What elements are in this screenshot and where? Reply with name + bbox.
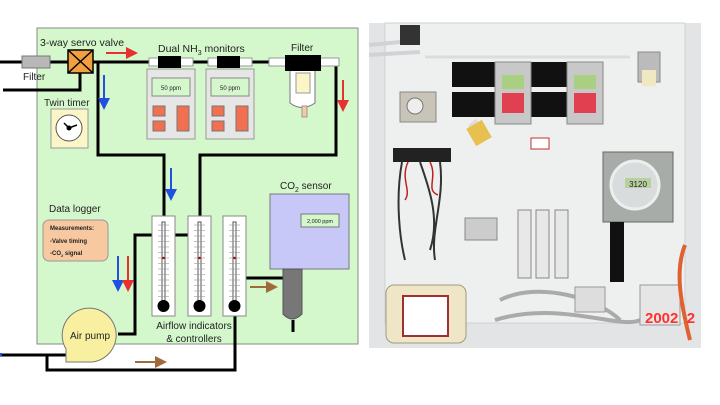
valve-label: 3-way servo valve <box>40 37 124 49</box>
inlet-filter <box>21 55 51 69</box>
timer-label: Twin timer <box>44 98 90 109</box>
flowmeters-label-2: & controllers <box>166 334 222 345</box>
svg-text:-Valve timing: -Valve timing <box>50 239 87 245</box>
logger-label: Data logger <box>49 204 101 215</box>
monitors-label: Dual NH3 monitors <box>158 43 245 57</box>
pump-label: Air pump <box>70 331 110 342</box>
photo-panel: 3120 2002 2 <box>368 22 701 348</box>
inlet-filter-label: Filter <box>23 72 46 83</box>
air-pump: Air pump <box>61 307 117 363</box>
nh3-monitor-1: 50 ppm <box>146 56 196 140</box>
blue-marker <box>0 353 2 356</box>
nh3-monitor-2: 50 ppm <box>205 56 255 140</box>
filter-label: Filter <box>291 43 314 54</box>
photo-date-stamp: 2002 2 <box>645 310 695 327</box>
flowmeter-1 <box>151 215 176 317</box>
monitor-1-display: 50 ppm <box>161 86 181 92</box>
data-logger: Measurements: -Valve timing -CO2 signal <box>42 219 109 262</box>
servo-valve <box>67 49 94 74</box>
photo-co2-readout: 3120 <box>629 180 647 189</box>
twin-timer <box>50 108 89 149</box>
flowmeters-label-1: Airflow indicators <box>156 321 232 332</box>
flowmeter-3 <box>222 215 247 317</box>
monitor-2-display: 50 ppm <box>220 86 240 92</box>
svg-text:-CO2 signal: -CO2 signal <box>50 251 83 258</box>
co2-display: 2,000 ppm <box>307 219 333 225</box>
co2-sensor: 2,000 ppm <box>269 193 350 320</box>
co2-sensor-label: CO2 sensor <box>280 181 332 194</box>
flowmeter-2 <box>187 215 212 317</box>
svg-text:Measurements:: Measurements: <box>50 226 94 232</box>
inline-filter <box>268 55 340 118</box>
